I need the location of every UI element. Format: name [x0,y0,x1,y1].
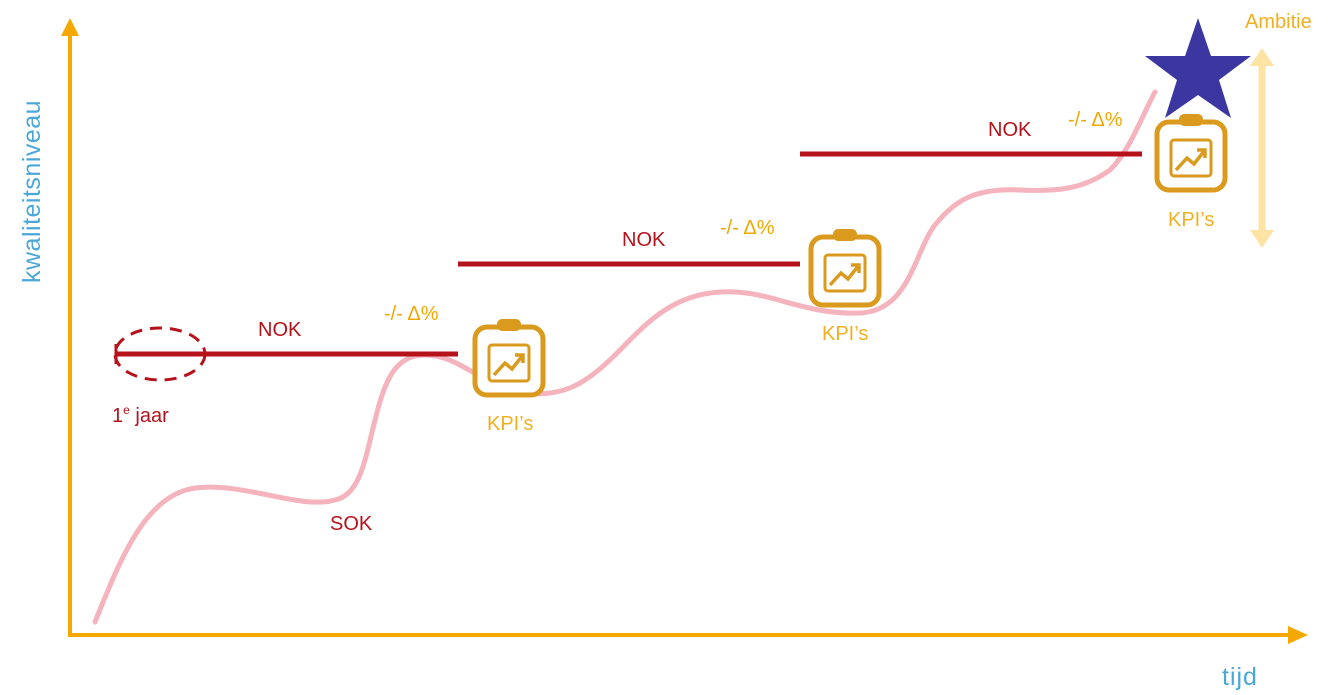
clipboard-trend-icon [1154,114,1228,193]
ambition-arrow [1250,48,1274,248]
x-axis [68,626,1308,644]
first-year-ellipse [113,326,207,382]
first-year-label: 1e jaar [112,403,169,427]
x-axis-label: tijd [1222,663,1258,691]
y-axis-label: kwaliteitsniveau [18,99,46,283]
kpi-label: KPI’s [487,413,534,435]
nok-label: NOK [988,119,1032,141]
delta-label: -/- Δ% [720,217,775,239]
delta-label: -/- Δ% [384,303,439,325]
kpi-label: KPI’s [1168,209,1215,231]
ambition-label: Ambitie [1245,11,1312,33]
quality-curve [92,89,1158,625]
star-icon [1145,18,1251,118]
clipboard-trend-icon [808,229,882,308]
delta-label: -/- Δ% [1068,109,1123,131]
clipboard-trend-icon [472,319,546,398]
y-axis [61,18,79,635]
nok-label: NOK [622,229,666,251]
nok-label: NOK [258,319,302,341]
kpi-label: KPI’s [822,323,869,345]
sok-label: SOK [330,513,373,535]
